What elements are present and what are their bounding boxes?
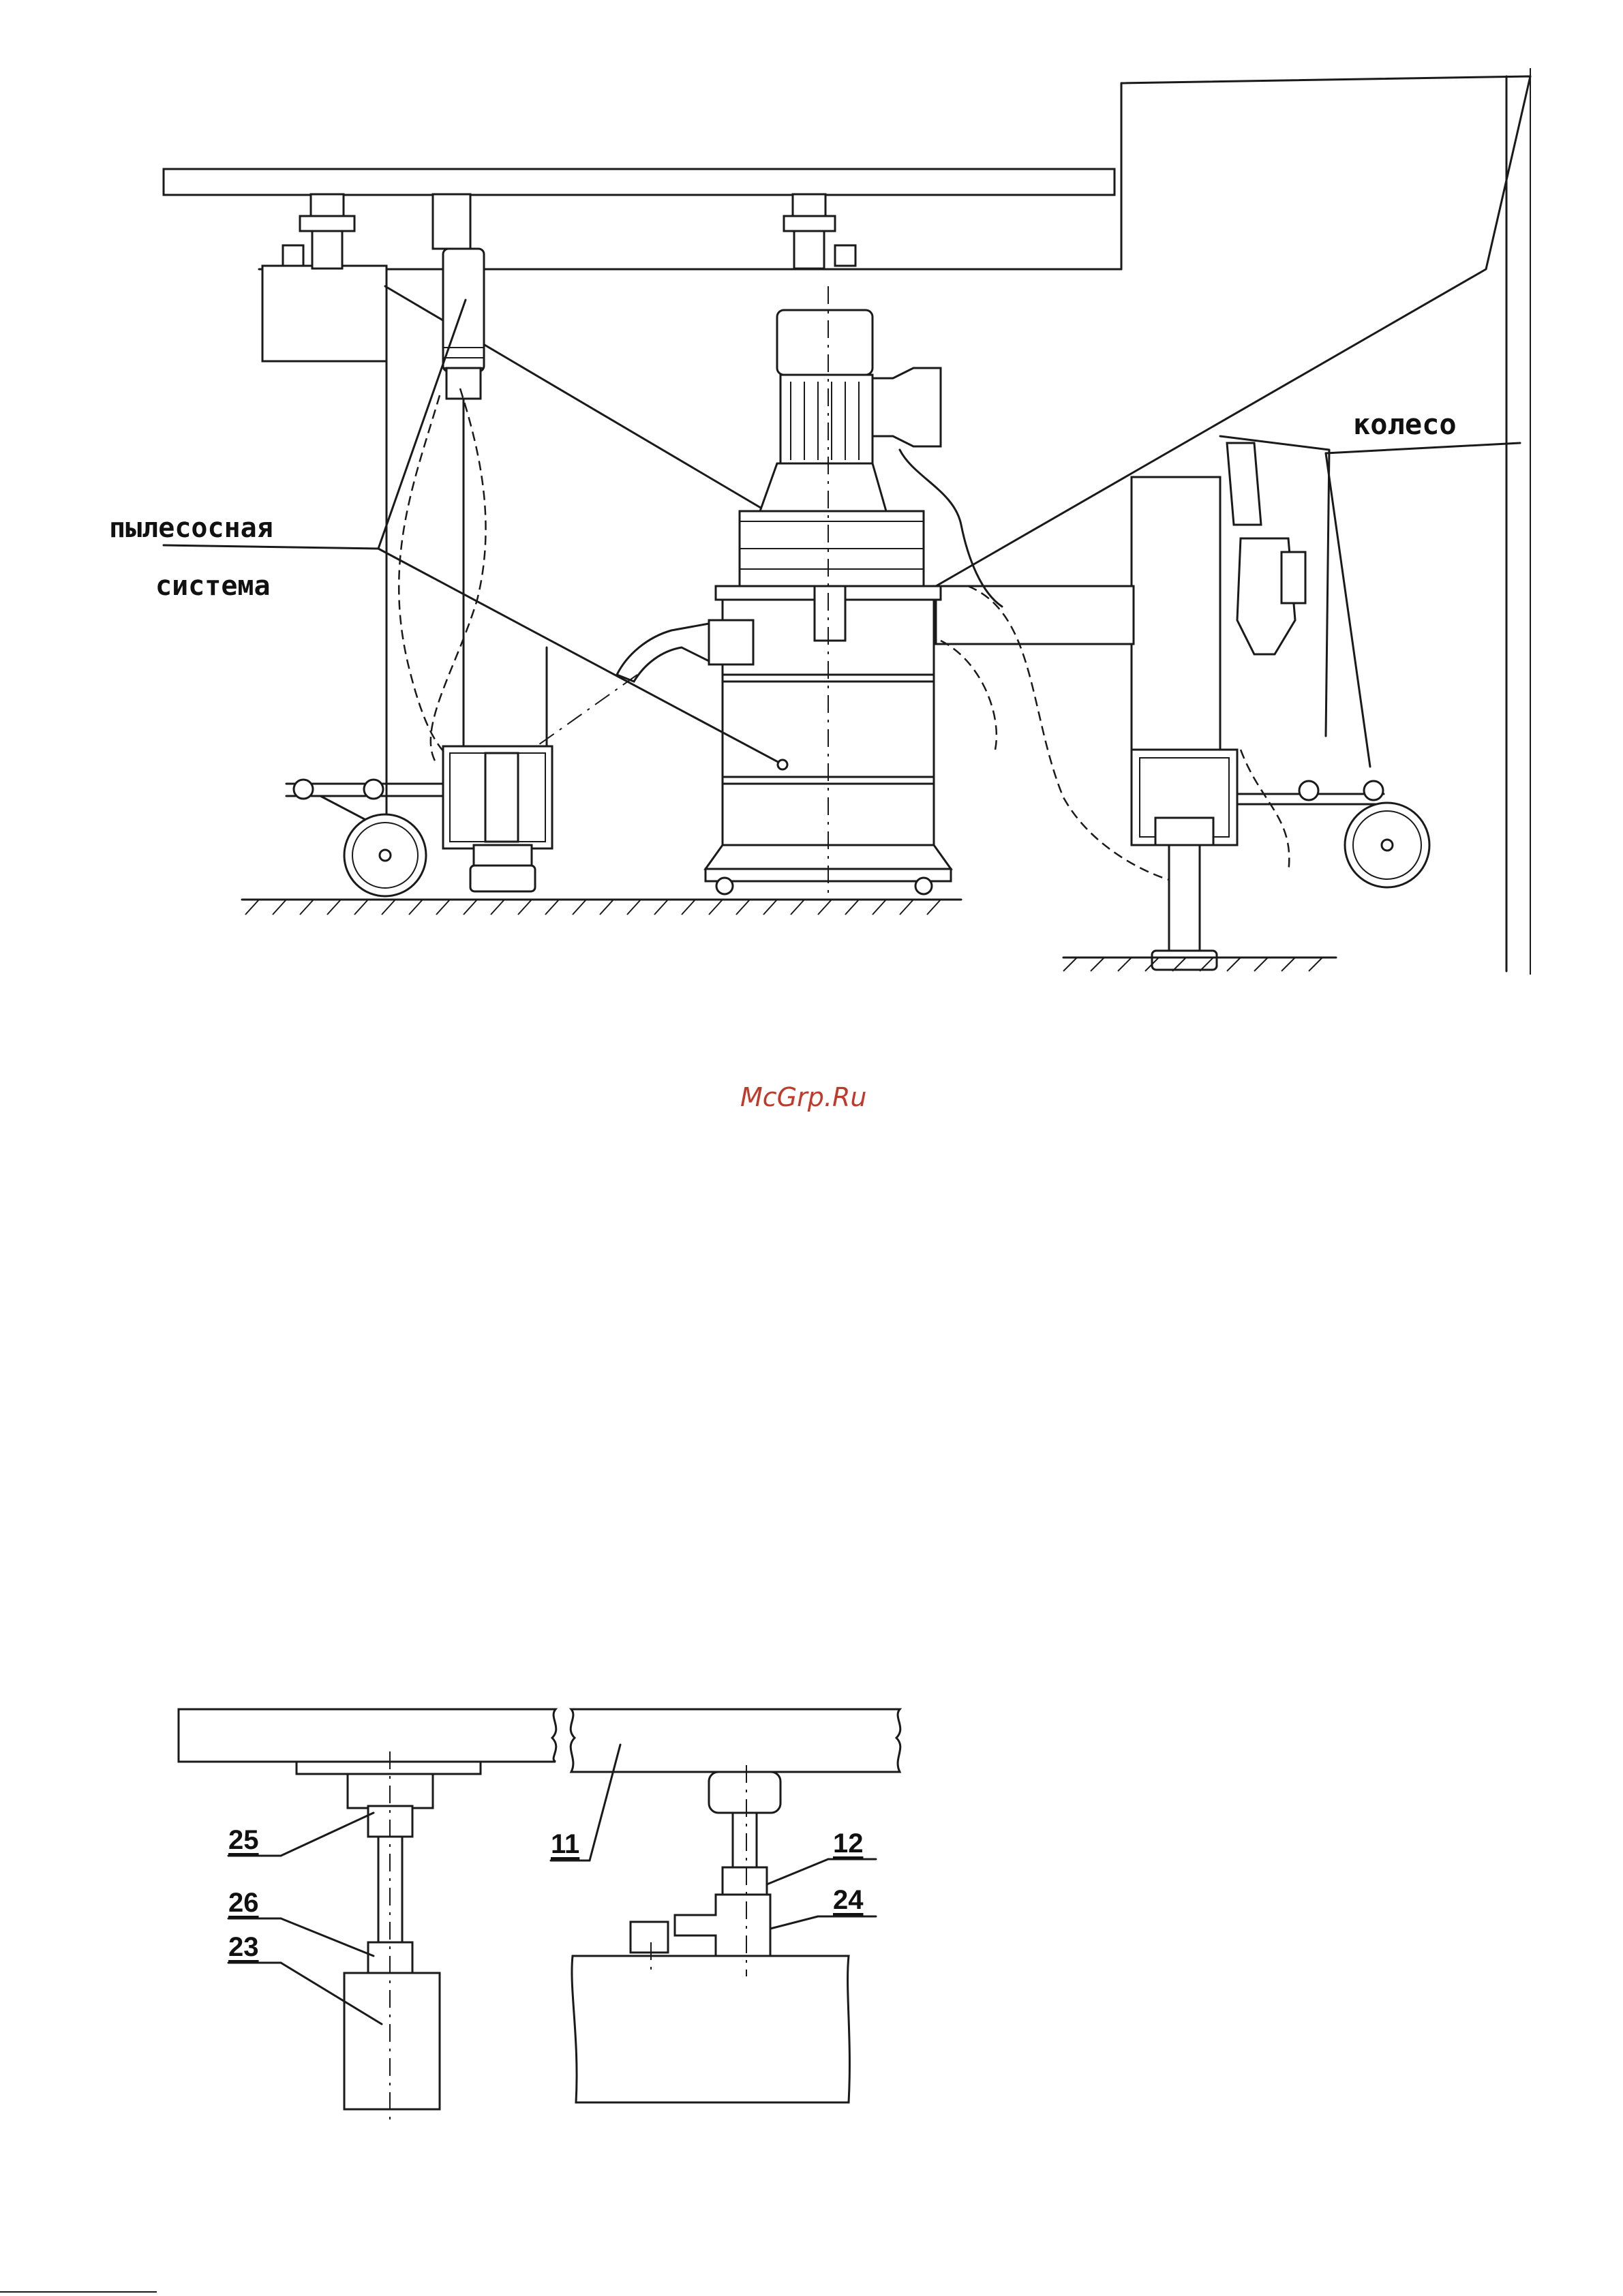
right-column — [1132, 477, 1220, 750]
side-nozzle — [1227, 443, 1305, 654]
callout-25: 25 — [228, 1825, 259, 1856]
top-rail — [164, 169, 1114, 195]
callout-12: 12 — [833, 1828, 864, 1859]
callout-23: 23 — [228, 1932, 259, 1963]
left-mount-block — [262, 266, 386, 361]
callout-26: 26 — [228, 1888, 259, 1918]
rail-bracket-center — [433, 194, 484, 399]
block-23 — [344, 1973, 440, 2109]
mount-detail-drawing — [179, 1709, 900, 2126]
left-caster-wheel — [286, 746, 552, 896]
label-wheel: колесо — [1353, 408, 1457, 441]
rail-bracket-left — [283, 194, 354, 269]
label-dust-system-line2: система — [155, 570, 271, 602]
right-caster-wheel — [1132, 750, 1429, 970]
label-dust-system-line1: пылесосная — [109, 512, 273, 544]
watermark-text: McGrp.Ru — [740, 1082, 866, 1112]
callout-24: 24 — [833, 1885, 864, 1916]
cross-beam — [936, 586, 1134, 644]
callout-11: 11 — [551, 1829, 579, 1860]
rail-bracket-right — [784, 194, 855, 269]
floor-left — [242, 900, 961, 915]
